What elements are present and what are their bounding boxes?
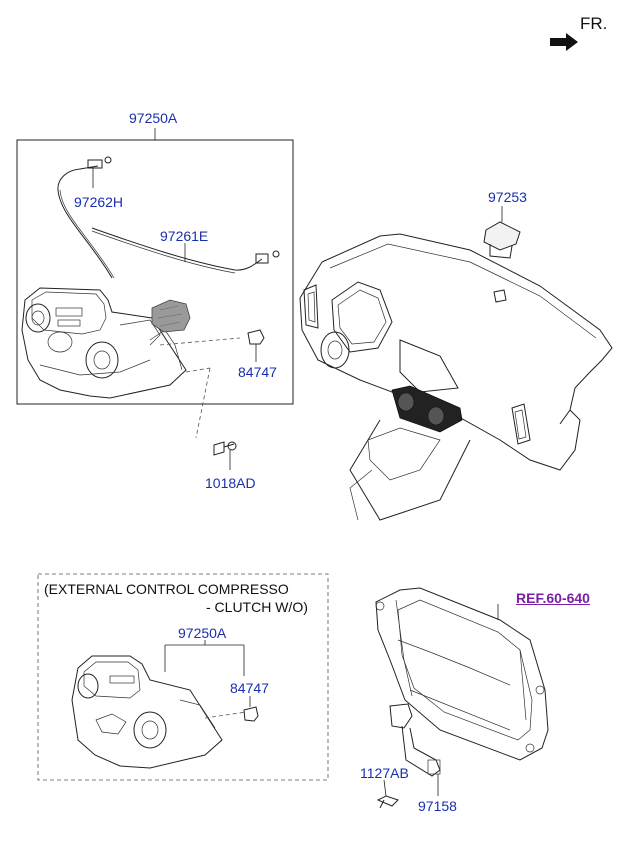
variant-note-line2: - CLUTCH W/O) [206, 599, 308, 615]
part-label-97250A-top: 97250A [129, 110, 178, 126]
dashboard-crash-pad [299, 233, 613, 521]
bolt-1127AB [376, 779, 399, 809]
front-direction-arrow-icon [550, 33, 578, 51]
front-end-carrier [375, 587, 549, 761]
clip-84747-top [247, 329, 265, 362]
sensor-97253 [483, 206, 521, 259]
bracket-97158 [389, 703, 441, 796]
part-label-1018AD: 1018AD [205, 475, 256, 491]
mode-actuator [151, 299, 191, 333]
part-label-84747-top: 84747 [238, 364, 277, 380]
front-direction-label: FR. [580, 14, 608, 33]
reference-link[interactable]: REF.60-640 [516, 590, 590, 606]
clip-84747-bottom [243, 696, 259, 722]
variant-box [37, 573, 329, 781]
part-label-97253: 97253 [488, 189, 527, 205]
part-label-97158: 97158 [418, 798, 457, 814]
leader-97250A-bottom [164, 640, 245, 676]
part-label-97261E: 97261E [160, 228, 209, 244]
heater-control-unit-bottom [71, 655, 247, 769]
screw-1018AD [213, 441, 237, 470]
control-cable-97261E [91, 227, 280, 274]
part-label-97250A-bottom: 97250A [178, 625, 227, 641]
part-label-1127AB: 1127AB [360, 765, 409, 781]
control-cable-97262H [57, 156, 115, 279]
part-label-97262H: 97262H [74, 194, 124, 210]
variant-note-line1: (EXTERNAL CONTROL COMPRESSO [44, 581, 289, 597]
heater-control-unit-top [21, 287, 241, 439]
part-label-84747-bottom: 84747 [230, 680, 269, 696]
